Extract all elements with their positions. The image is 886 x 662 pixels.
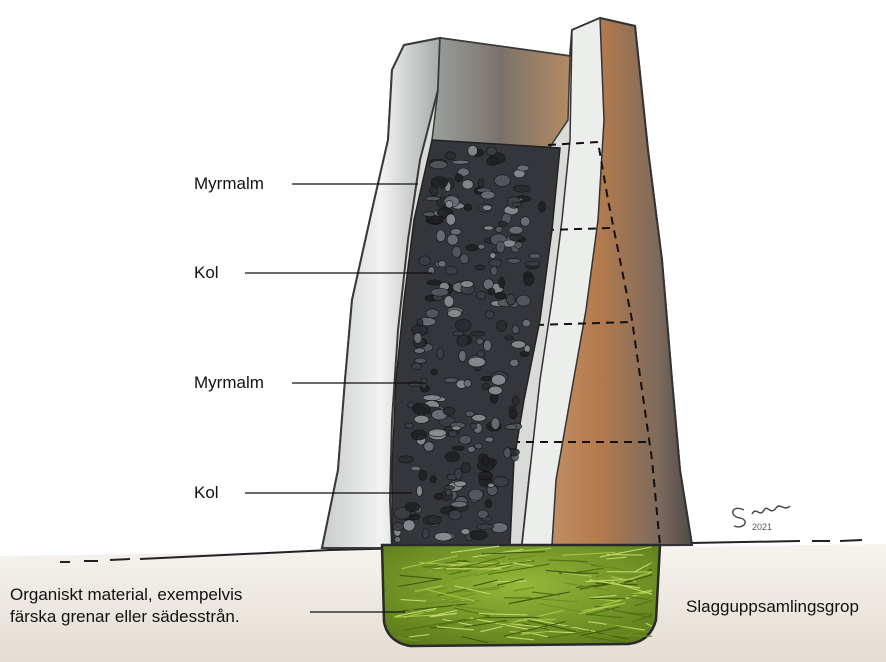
label-charcoal-bottom: Kol — [194, 482, 219, 504]
label-ore-middle: Myrmalm — [194, 372, 264, 394]
label-charcoal-top: Kol — [194, 262, 219, 284]
label-organic-line-1: Organiskt material, exempelvis — [10, 584, 300, 606]
label-ore-top: Myrmalm — [194, 173, 264, 195]
artist-signature: 2021 — [733, 506, 790, 532]
label-organic-material: Organiskt material, exempelvis färska gr… — [10, 584, 300, 628]
label-slag-pit: Slagguppsamlingsgrop — [686, 596, 859, 618]
furnace-top-rim — [432, 38, 570, 150]
label-organic-line-2: färska grenar eller sädesstrån. — [10, 606, 300, 628]
svg-text:2021: 2021 — [752, 522, 772, 532]
organic-pit — [382, 545, 660, 646]
